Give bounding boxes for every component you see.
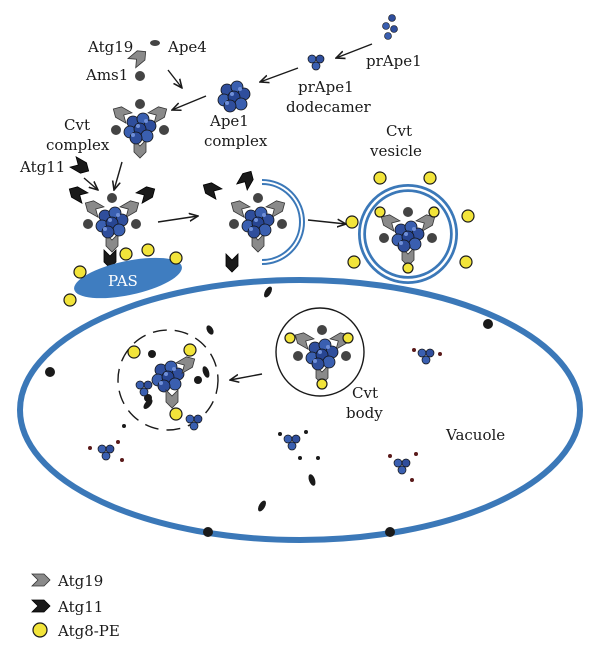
label-prape1-top: prApe1 bbox=[366, 52, 422, 70]
pas-structure bbox=[74, 257, 182, 299]
label-cvt-complex-2: complex bbox=[46, 136, 110, 154]
legend-label-atg11: Atg11 bbox=[57, 598, 103, 616]
arrow-dodecamer-to-complex bbox=[260, 67, 299, 82]
cvt-vesicle bbox=[345, 171, 475, 284]
label-ape1-complex-1: Ape1 bbox=[209, 112, 249, 130]
label-cvt-body-2: body bbox=[346, 404, 383, 422]
label-prape1-dodecamer-2: dodecamer bbox=[286, 98, 372, 116]
ams1-protein bbox=[135, 71, 145, 81]
arrow-monomer-to-dodecamer bbox=[336, 43, 373, 58]
label-prape1-dodecamer-1: prApe1 bbox=[298, 78, 354, 96]
prape1-monomers bbox=[382, 14, 398, 40]
ape4-protein bbox=[150, 40, 160, 46]
degrading-cvt-body bbox=[117, 329, 219, 431]
gray-chevron-icon bbox=[31, 573, 51, 587]
atg8-pe-dot bbox=[119, 247, 133, 261]
phagophore-stage bbox=[199, 167, 305, 273]
arrow-atg11 bbox=[83, 177, 98, 190]
legend: Atg19 Atg11 Atg8-PE bbox=[31, 572, 120, 640]
label-vacuole: Vacuole bbox=[445, 426, 505, 444]
cvt-complex bbox=[110, 99, 169, 158]
label-ape1-complex-2: complex bbox=[204, 132, 268, 150]
label-ams1: Ams1 bbox=[85, 66, 128, 84]
legend-label-atg8-pe: Atg8-PE bbox=[57, 622, 120, 640]
atg11-protein-icon bbox=[69, 156, 93, 177]
cvt-complex-at-pas bbox=[65, 183, 159, 269]
legend-label-atg19: Atg19 bbox=[57, 572, 103, 590]
arrow-to-phagophore bbox=[157, 216, 198, 223]
cvt-body bbox=[275, 307, 365, 397]
atg8-pe-dot bbox=[169, 251, 183, 265]
label-cvt-vesicle-2: vesicle bbox=[369, 142, 422, 160]
arrow-complex-to-cvt bbox=[172, 95, 207, 110]
vacuole-membrane bbox=[17, 277, 583, 543]
label-pas: PAS bbox=[108, 272, 138, 290]
label-cvt-vesicle-1: Cvt bbox=[386, 122, 412, 140]
label-cvt-complex-1: Cvt bbox=[64, 116, 90, 134]
vacuole-contents bbox=[88, 286, 442, 512]
prape1-dodecamer bbox=[307, 54, 325, 71]
atg8-pe-dot bbox=[73, 265, 87, 279]
arrow-cargo-to-complex bbox=[167, 69, 182, 88]
arrow-cvt-down bbox=[114, 161, 123, 190]
label-atg19: Atg19 bbox=[87, 38, 133, 56]
yellow-circle-icon bbox=[32, 622, 48, 638]
label-ape4: Ape4 bbox=[167, 38, 207, 56]
arrow-to-breakdown bbox=[230, 373, 263, 380]
label-atg11: Atg11 bbox=[19, 158, 65, 176]
arrow-to-vesicle bbox=[307, 220, 346, 224]
black-chevron-icon bbox=[31, 599, 51, 613]
label-cvt-body-1: Cvt bbox=[352, 384, 378, 402]
atg8-pe-dot bbox=[63, 293, 77, 307]
ape1-complex bbox=[217, 80, 251, 113]
atg8-pe-dot bbox=[141, 243, 155, 257]
